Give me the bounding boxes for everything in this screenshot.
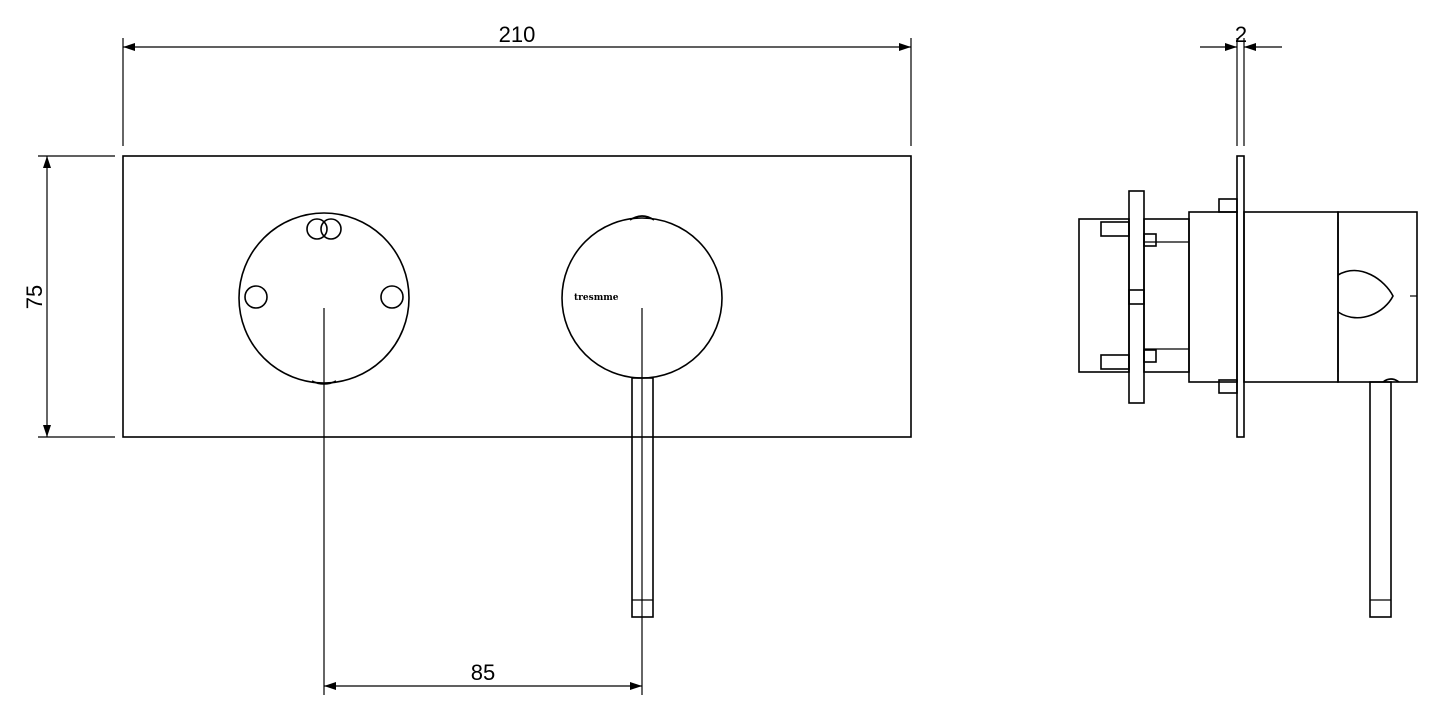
spacing-label: 85 — [471, 660, 495, 685]
side-lever — [1369, 381, 1392, 618]
mounting-flange — [1128, 190, 1145, 404]
indicator-ring-left — [306, 218, 328, 240]
handle-indicator-curve — [1337, 269, 1394, 319]
brand-logo: tresmme — [574, 293, 619, 303]
indicator-ring-right — [320, 218, 342, 240]
side-lever-cap — [1382, 378, 1400, 383]
spacer-top — [1218, 198, 1238, 213]
clip-top — [1143, 233, 1157, 247]
clip-bottom — [1143, 349, 1157, 363]
handle-head — [1337, 211, 1418, 383]
handle-base — [1243, 211, 1339, 383]
mixer-top-cap — [629, 215, 655, 221]
position-dot-left — [244, 285, 268, 309]
spacing-dimension: 85 — [324, 660, 642, 690]
trim-sleeve — [1188, 211, 1238, 383]
front-view: tresmme 210 75 85 — [22, 22, 912, 695]
screw-top — [1100, 221, 1130, 237]
spacer-bottom — [1218, 379, 1238, 394]
thickness-label: 2 — [1235, 22, 1247, 47]
screw-bottom — [1100, 354, 1130, 370]
cover-plate — [122, 155, 912, 438]
height-label: 75 — [22, 285, 47, 309]
center-stud — [1128, 289, 1145, 305]
rear-body — [1078, 218, 1130, 373]
width-dimension: 210 — [122, 22, 912, 146]
width-label: 210 — [499, 22, 536, 47]
side-view: 2 — [1078, 22, 1418, 618]
side-cover-plate — [1236, 155, 1245, 438]
position-dot-right — [380, 285, 404, 309]
thickness-dimension: 2 — [1200, 22, 1282, 146]
height-dimension: 75 — [22, 155, 115, 438]
